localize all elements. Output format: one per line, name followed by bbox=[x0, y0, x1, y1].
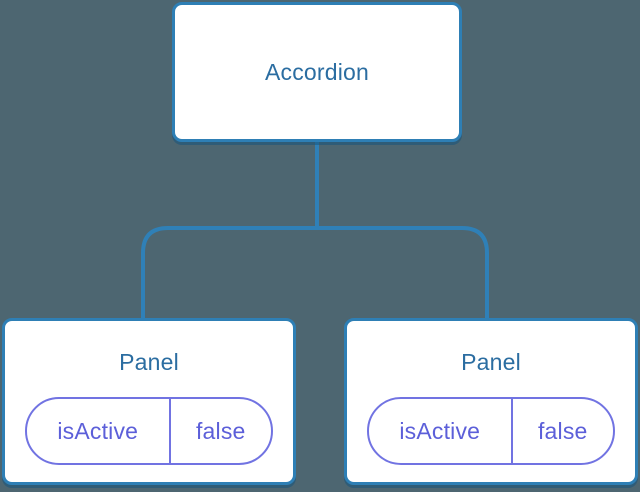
prop-pill: isActive false bbox=[25, 397, 273, 465]
prop-value: false bbox=[537, 417, 588, 444]
connector-branch bbox=[141, 226, 489, 320]
prop-value: false bbox=[195, 417, 246, 444]
pill-divider bbox=[510, 399, 513, 463]
accordion-node-label: Accordion bbox=[264, 59, 370, 85]
panel-node-label: Panel bbox=[461, 349, 521, 375]
pill-divider bbox=[168, 399, 171, 463]
prop-name: isActive bbox=[399, 417, 481, 444]
accordion-node: Accordion bbox=[172, 2, 462, 142]
prop-pill: isActive false bbox=[367, 397, 615, 465]
panel-node-right: Panel isActive false bbox=[344, 318, 638, 485]
prop-name: isActive bbox=[57, 417, 139, 444]
panel-node-left: Panel isActive false bbox=[2, 318, 296, 485]
panel-node-label: Panel bbox=[119, 349, 179, 375]
